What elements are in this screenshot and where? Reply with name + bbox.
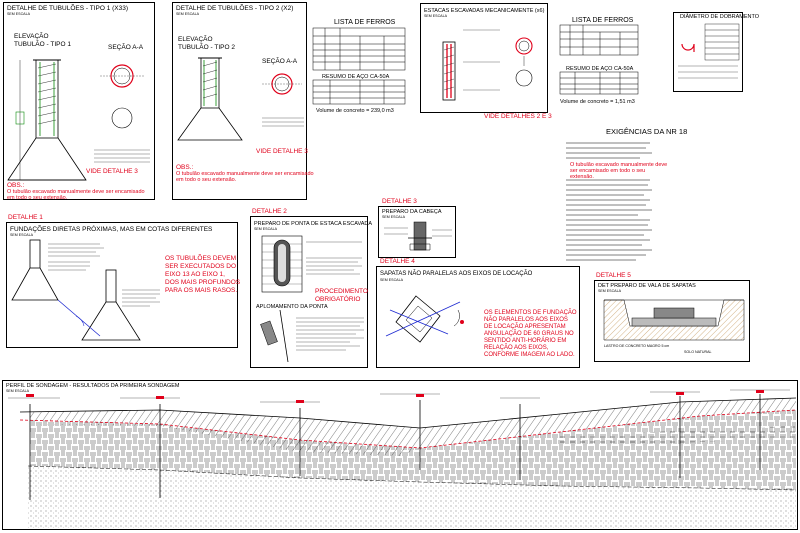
detalhe2-subtitle: SEM ESCALA (254, 227, 277, 231)
tubulao-tipo2-drawing (177, 57, 304, 141)
detalhe1-note5: PARA OS MAIS RASOS. (165, 287, 238, 294)
detalhe4-note2: NÃO PARALELOS AOS EIXOS (484, 317, 568, 323)
tubulao-tipo1-drawing (7, 59, 150, 181)
perfil-title: PERFIL DE SONDAGEM - RESULTADOS DA PRIME… (6, 383, 180, 389)
detalhe1-note4: DOS MAIS PROFUNDOS (165, 279, 241, 286)
nr18-red-line1: O tubulão escavado manualmente deve (570, 162, 668, 168)
detalhe1-note1: OS TUBULÕES DEVEM (165, 255, 237, 262)
tubulao-tipo2-elevation-sub: TUBULÃO - TIPO 2 (178, 44, 235, 51)
detalhe1-title: FUNDAÇÕES DIRETAS PRÓXIMAS, MAS EM COTAS… (10, 226, 213, 233)
detalhe1-subtitle: SEM ESCALA (10, 233, 33, 237)
detalhe3-title: PREPARO DA CABEÇA (382, 209, 442, 215)
detalhe1-note2: SER EXECUTADOS DO (165, 263, 237, 270)
estacas-panel (420, 3, 548, 113)
tubulao-tipo1-title: DETALHE DE TUBULÕES - TIPO 1 (X33) (7, 5, 129, 12)
ferros1-title: LISTA DE FERROS (334, 19, 396, 26)
detalhe5-title: DET PREPARO DE VALA DE SAPATAS (598, 283, 696, 289)
tubulao-tipo2-section-label: SEÇÃO A-A (262, 58, 298, 65)
estacas-drawing (442, 29, 533, 101)
detalhe2-label: DETALHE 2 (252, 208, 287, 215)
tubulao-tipo2-obs-title: OBS.: (176, 164, 194, 171)
detalhe3-drawing (384, 221, 452, 251)
detalhe1-label: DETALHE 1 (8, 214, 43, 221)
ferros2-title: LISTA DE FERROS (572, 17, 634, 24)
detalhe4-note4: ANGULAÇÃO DE 60 GRAUS NO (484, 331, 574, 337)
detalhe4-note5: SENTIDO ANTI-HORÁRIO EM (484, 338, 567, 344)
ferros1-table (312, 27, 406, 105)
estacas-vide: VIDE DETALHES 2 E 3 (484, 113, 552, 120)
tubulao-tipo2-obs-line2: em todo o seu extensão. (176, 177, 237, 183)
detalhe5-lastro: LASTRO DE CONCRETO MAGRO 5 cm (604, 344, 670, 348)
estacas-title: ESTACAS ESCAVADAS MECANICAMENTE (x6) (424, 8, 545, 14)
tubulao-tipo1-obs-line1: O tubulão escavado manualmente deve ser … (7, 189, 145, 195)
detalhe5-panel (594, 280, 750, 362)
nr18-red-line3: extensão. (570, 174, 594, 180)
ferros1-resumo: RESUMO DE AÇO CA-50A (322, 74, 390, 80)
detalhe1-note3: EIXO 13 AO EIXO 1, (165, 271, 225, 278)
detalhe2-aplomamento: APLOMAMENTO DA PONTA (256, 304, 328, 310)
detalhe2-drawing (260, 235, 364, 363)
tubulao-tipo1-elevation-sub: TUBULÃO - TIPO 1 (14, 41, 71, 48)
dobramento-title: DIÂMETRO DE DOBRAMENTO (680, 14, 760, 20)
detalhe1-drawing (11, 239, 160, 341)
detalhe4-title: SAPATAS NÃO PARALELAS AOS EIXOS DE LOCAÇ… (380, 271, 533, 277)
detalhe4-subtitle: SEM ESCALA (380, 278, 403, 282)
tubulao-tipo2-elevation-label: ELEVAÇÃO (178, 36, 213, 43)
detalhe5-solo: SOLO NATURAL (684, 350, 712, 354)
tubulao-tipo2-panel (172, 2, 307, 200)
tubulao-tipo2-subtitle: SEM ESCALA (176, 12, 199, 16)
dobramento-drawing (678, 23, 740, 79)
detalhe4-note1: OS ELEMENTOS DE FUNDAÇÃO (484, 310, 577, 316)
detalhe5-drawing (603, 299, 745, 341)
nr18-red-line2: ser encamisado em todo o seu (570, 168, 646, 174)
tubulao-tipo1-subtitle: SEM ESCALA (7, 12, 30, 16)
tubulao-tipo1-obs-line2: em todo o seu extensão. (7, 195, 68, 201)
detalhe3-panel (378, 206, 456, 258)
tubulao-tipo1-elevation-label: ELEVAÇÃO (14, 33, 49, 40)
detalhe2-procedure-line2: OBRIGATÓRIO (315, 296, 361, 303)
detalhe2-panel (250, 216, 368, 368)
detalhe5-label: DETALHE 5 (596, 272, 631, 279)
detalhe1-panel (6, 222, 238, 348)
tubulao-tipo2-obs-line1: O tubulão escavado manualmente deve ser … (176, 171, 314, 177)
ferros1-volume: Volume de concreto = 239,0 m3 (316, 108, 394, 114)
nr18-title: EXIGÊNCIAS DA NR 18 (606, 127, 688, 136)
ferros2-resumo: RESUMO DE AÇO CA-50A (566, 66, 634, 72)
detalhe4-label: DETALHE 4 (380, 258, 415, 265)
detalhe3-subtitle: SEM ESCALA (382, 215, 405, 219)
detalhe2-title: PREPARO DE PONTA DE ESTACA ESCAVADA (254, 221, 373, 227)
detalhe2-procedure-line1: PROCEDIMENTO (315, 288, 368, 295)
nr18-text-lines (566, 142, 652, 261)
ferros2-table (559, 24, 639, 95)
detalhe3-label: DETALHE 3 (382, 198, 417, 205)
perfil-subtitle: SEM ESCALA (6, 389, 29, 393)
tubulao-tipo1-obs-title: OBS.: (7, 182, 25, 189)
detalhe4-drawing (385, 295, 464, 343)
detalhe4-note7: CONFORME IMAGEM AO LADO. (484, 352, 575, 358)
tubulao-tipo2-vide: VIDE DETALHE 3 (256, 148, 308, 155)
estacas-subtitle: SEM ESCALA (424, 14, 447, 18)
detalhe4-note3: DE LOCAÇÃO APRESENTAM (484, 324, 566, 330)
tubulao-tipo2-title: DETALHE DE TUBULÕES - TIPO 2 (X2) (176, 5, 294, 12)
detalhe5-subtitle: SEM ESCALA (598, 289, 621, 293)
dobramento-panel (673, 12, 743, 92)
perfil-panel (2, 380, 798, 530)
tubulao-tipo1-section-label: SEÇÃO A-A (108, 44, 144, 51)
tubulao-tipo1-panel (3, 2, 155, 200)
tubulao-tipo1-vide: VIDE DETALHE 3 (86, 168, 138, 175)
detalhe4-panel (376, 266, 580, 368)
detalhe4-note6: RELAÇÃO AOS EIXOS, (484, 345, 549, 351)
ferros2-volume: Volume de concreto = 1,51 m3 (560, 99, 635, 105)
